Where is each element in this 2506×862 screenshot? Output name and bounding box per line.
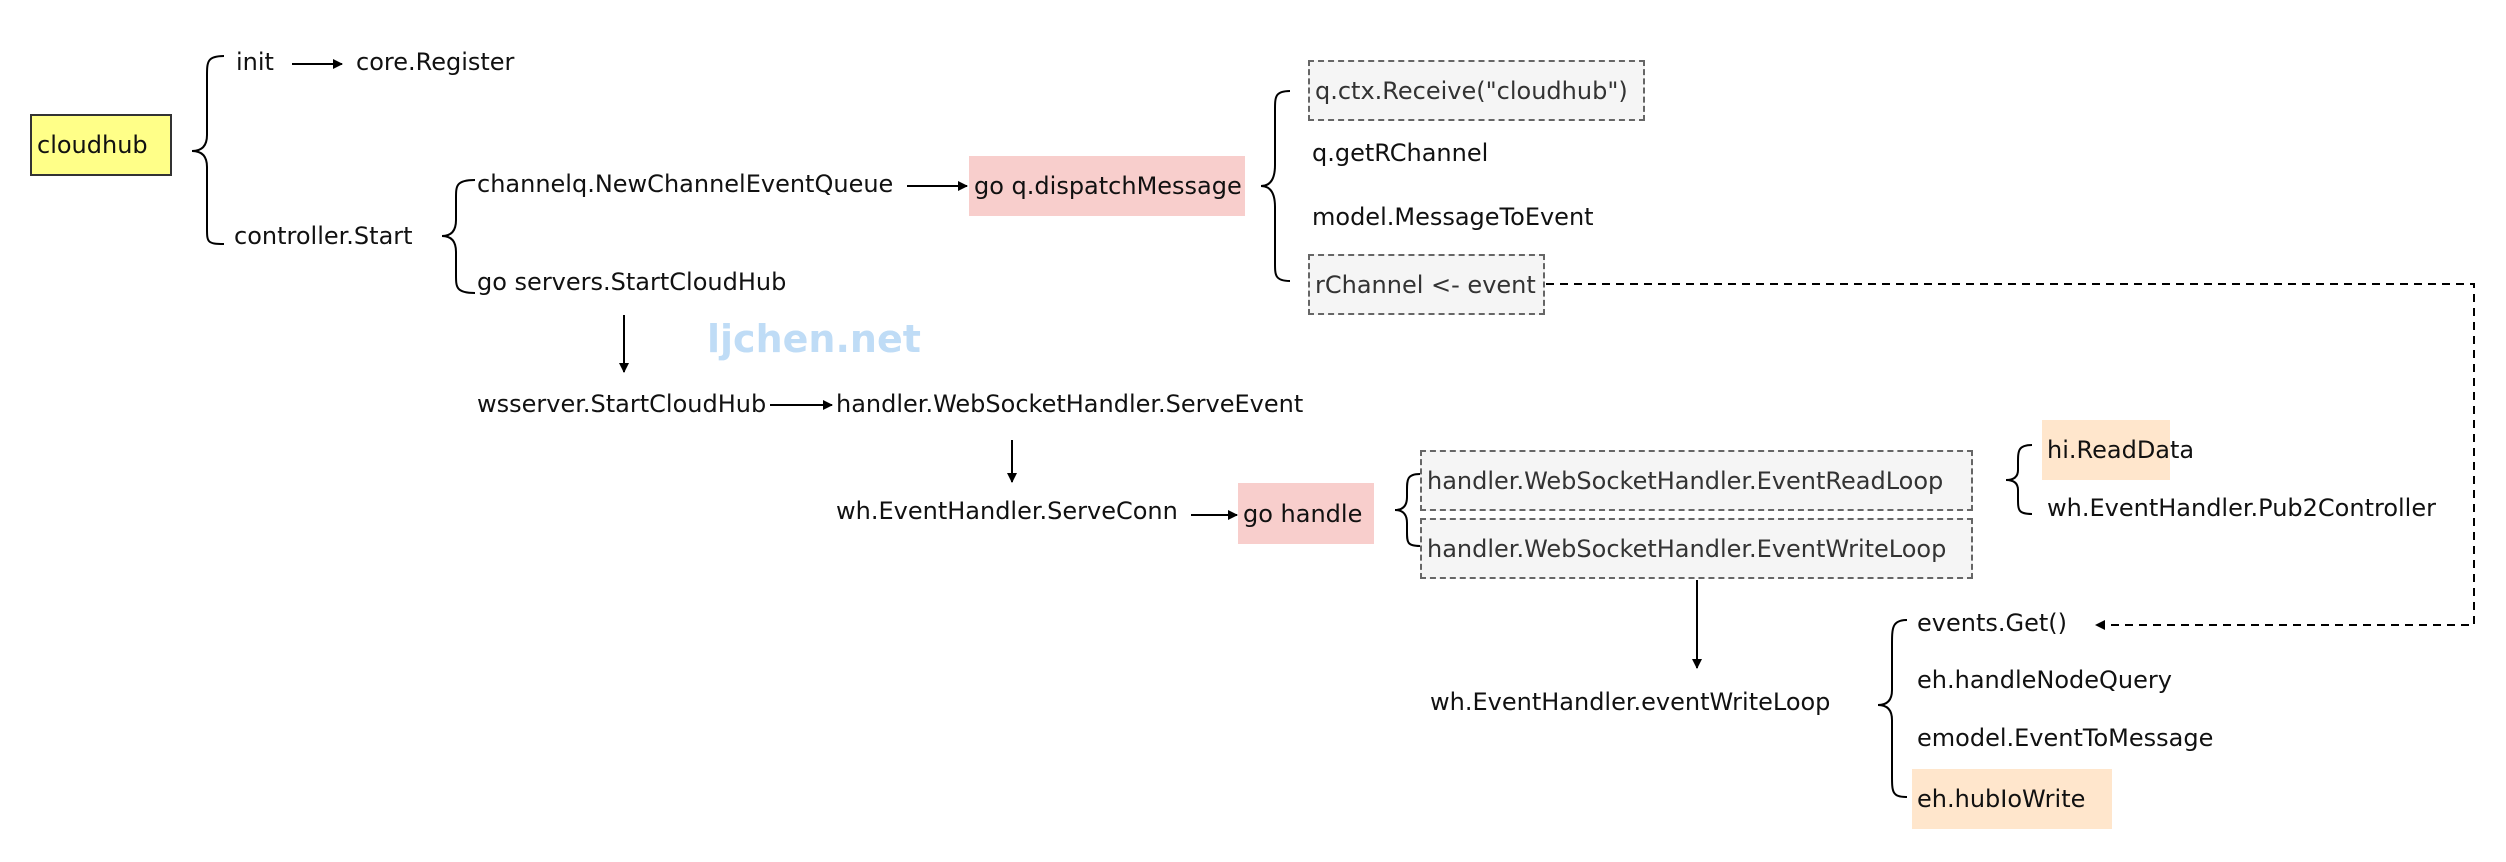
- brace-event-write-loop: [1877, 619, 1908, 798]
- node-init: init: [236, 48, 274, 76]
- node-go-handle: go handle: [1238, 483, 1374, 544]
- node-events-get: events.Get(): [1917, 609, 2067, 637]
- arrow-rchannel-eventsget: [1546, 283, 2475, 630]
- brace-dispatch: [1260, 90, 1291, 282]
- node-handle-node-query: eh.handleNodeQuery: [1917, 666, 2172, 694]
- node-hi-read-data: hi.ReadData: [2042, 420, 2194, 480]
- node-controller-start: controller.Start: [234, 222, 413, 250]
- watermark: ljchen.net: [707, 317, 921, 361]
- node-go-start-cloudhub: go servers.StartCloudHub: [477, 268, 787, 296]
- node-serve-conn: wh.EventHandler.ServeConn: [836, 497, 1178, 525]
- node-go-dispatch-message: go q.dispatchMessage: [969, 156, 1245, 216]
- brace-read-loop: [2005, 444, 2033, 515]
- node-event-write-loop: handler.WebSocketHandler.EventWriteLoop: [1420, 518, 1973, 579]
- node-core-register: core.Register: [356, 48, 515, 76]
- brace-cloudhub: [191, 55, 225, 245]
- node-q-get-rchannel: q.getRChannel: [1312, 139, 1489, 167]
- brace-go-handle: [1394, 473, 1421, 547]
- node-q-ctx-receive: q.ctx.Receive("cloudhub"): [1308, 60, 1645, 121]
- node-event-to-message: emodel.EventToMessage: [1917, 724, 2214, 752]
- node-hub-io-write: eh.hubIoWrite: [1912, 769, 2112, 829]
- node-cloudhub: cloudhub: [30, 114, 172, 176]
- node-serve-event: handler.WebSocketHandler.ServeEvent: [836, 390, 1304, 418]
- node-model-message-to-event: model.MessageToEvent: [1312, 203, 1594, 231]
- node-new-channel-event-queue: channelq.NewChannelEventQueue: [477, 170, 894, 198]
- node-pub2controller: wh.EventHandler.Pub2Controller: [2047, 494, 2436, 522]
- node-event-write-loop-inner: wh.EventHandler.eventWriteLoop: [1430, 688, 1831, 716]
- node-rchannel-event: rChannel <- event: [1308, 254, 1545, 315]
- node-wsserver-start-cloudhub: wsserver.StartCloudHub: [477, 390, 767, 418]
- brace-controller-start: [441, 179, 476, 294]
- node-event-read-loop: handler.WebSocketHandler.EventReadLoop: [1420, 450, 1973, 511]
